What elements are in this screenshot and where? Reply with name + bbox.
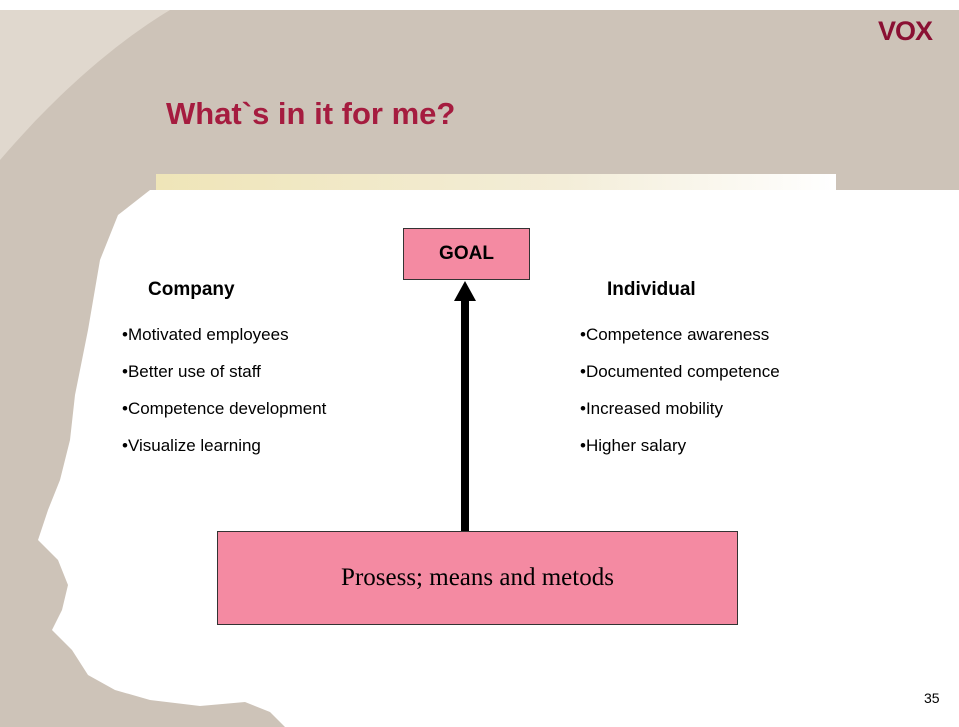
arrow-head-icon xyxy=(454,281,476,301)
up-arrow-shaft xyxy=(461,298,469,532)
list-item: •Competence awareness xyxy=(580,325,770,344)
list-item: •Better use of staff xyxy=(122,362,261,381)
vox-logo: VOX xyxy=(878,16,933,46)
individual-list: •Competence awareness •Documented compet… xyxy=(580,316,780,464)
list-item: •Documented competence xyxy=(580,362,780,381)
list-item: •Visualize learning xyxy=(122,436,261,455)
company-list: •Motivated employees •Better use of staf… xyxy=(122,316,326,464)
list-item: •Increased mobility xyxy=(580,399,723,418)
list-item: •Higher salary xyxy=(580,436,687,455)
company-heading: Company xyxy=(148,279,235,300)
individual-heading: Individual xyxy=(607,279,696,300)
list-item: •Motivated employees xyxy=(122,325,289,344)
page-number: 35 xyxy=(924,690,940,706)
list-item: •Competence development xyxy=(122,399,327,418)
goal-box: GOAL xyxy=(403,228,530,280)
slide-title: What`s in it for me? xyxy=(166,96,456,131)
process-box: Prosess; means and metods xyxy=(217,531,738,625)
